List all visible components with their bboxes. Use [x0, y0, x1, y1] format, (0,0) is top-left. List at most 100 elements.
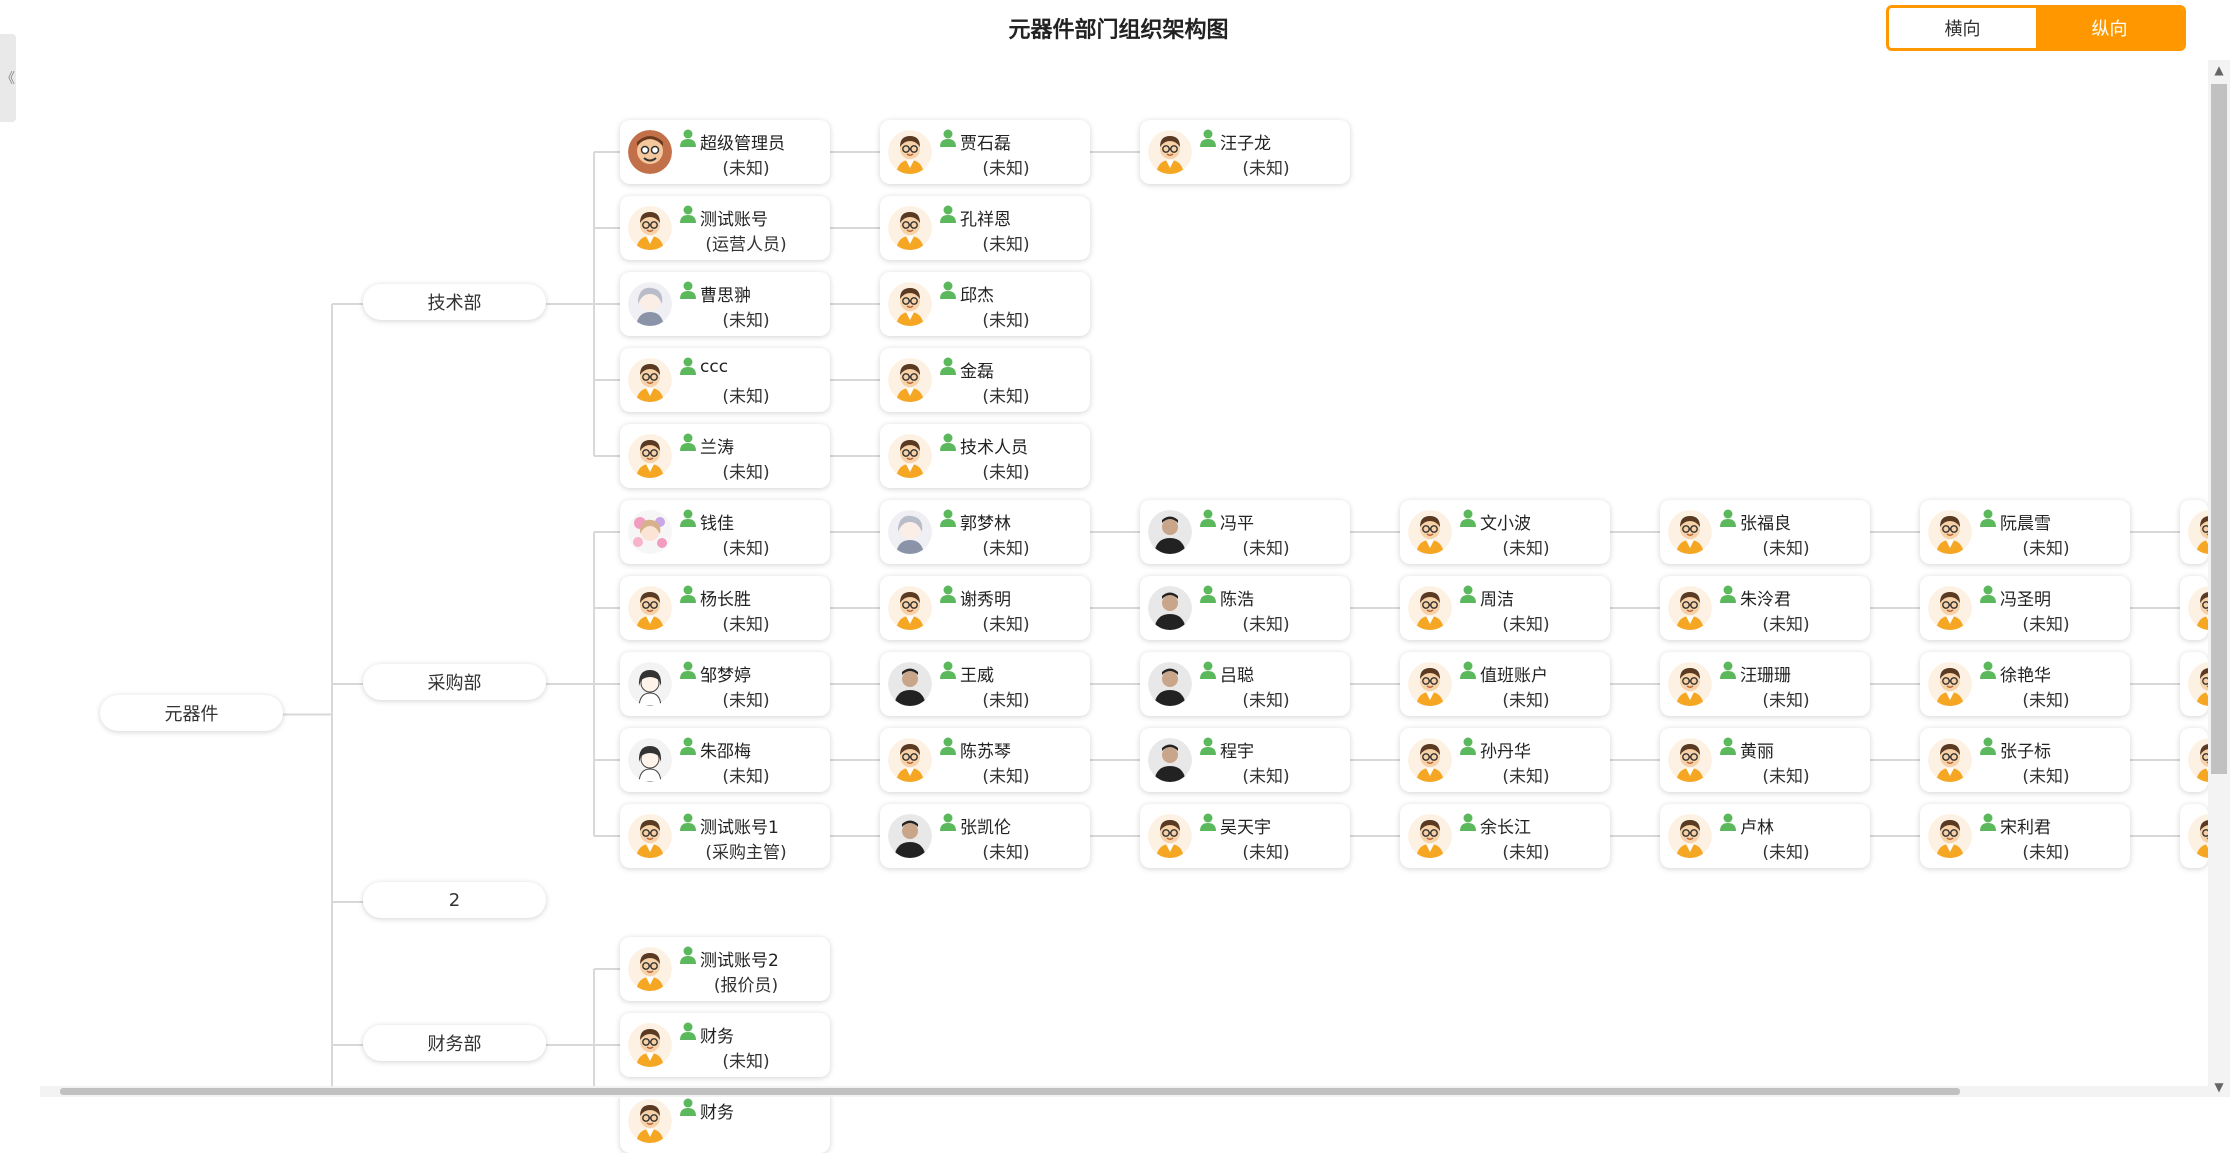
member-card[interactable] [2180, 500, 2208, 564]
member-role: (未知) [2022, 767, 2070, 787]
default-avatar [1408, 738, 1452, 782]
collapse-sidebar-tab[interactable]: 《 [0, 34, 16, 122]
member-card[interactable]: 陈苏琴(未知) [880, 728, 1090, 792]
member-name: ccc [700, 357, 729, 377]
member-name: 冯平 [1220, 514, 1254, 534]
member-card[interactable]: 测试账号1(采购主管) [620, 804, 830, 868]
member-card[interactable]: 钱佳(未知) [620, 500, 830, 564]
dept-node[interactable]: 技术部 [363, 284, 546, 320]
member-card[interactable]: 郭梦林(未知) [880, 500, 1090, 564]
dept-node-label: 技术部 [427, 293, 482, 314]
member-card[interactable]: 吴天宇(未知) [1140, 804, 1350, 868]
member-card[interactable] [2180, 652, 2208, 716]
member-card[interactable]: 文小波(未知) [1400, 500, 1610, 564]
member-card[interactable]: 余长江(未知) [1400, 804, 1610, 868]
member-card[interactable]: 宋利君(未知) [1920, 804, 2130, 868]
member-card[interactable]: 张凯伦(未知) [880, 804, 1090, 868]
member-card[interactable]: 超级管理员(未知) [620, 120, 830, 184]
member-role: (未知) [982, 311, 1030, 331]
member-card[interactable]: 汪珊珊(未知) [1660, 652, 1870, 716]
scroll-down-icon[interactable]: ▼ [2214, 1080, 2224, 1094]
orientation-toggle[interactable]: 横向 纵向 [1886, 5, 2186, 51]
vertical-button[interactable]: 纵向 [2036, 8, 2183, 48]
member-card[interactable]: 邹梦婷(未知) [620, 652, 830, 716]
member-card[interactable] [2180, 576, 2208, 640]
member-name: 徐艳华 [2000, 666, 2051, 686]
user-icon [1198, 508, 1218, 528]
member-role: (未知) [1762, 691, 1810, 711]
member-card[interactable]: 谢秀明(未知) [880, 576, 1090, 640]
default-avatar [1928, 510, 1972, 554]
dept-node[interactable]: 2 [363, 882, 546, 918]
member-card[interactable]: 朱邵梅(未知) [620, 728, 830, 792]
member-card[interactable]: 财务 [620, 1089, 830, 1153]
default-avatar [888, 738, 932, 782]
member-card[interactable]: 孙丹华(未知) [1400, 728, 1610, 792]
dept-node[interactable]: 财务部 [363, 1025, 546, 1061]
member-card[interactable]: 冯圣明(未知) [1920, 576, 2130, 640]
default-avatar [888, 130, 932, 174]
default-avatar [628, 1023, 672, 1067]
root-node[interactable]: 元器件 [100, 694, 283, 731]
member-card[interactable] [2180, 728, 2208, 792]
member-card[interactable]: 徐艳华(未知) [1920, 652, 2130, 716]
member-card[interactable]: ccc(未知) [620, 348, 830, 412]
user-icon [1458, 736, 1478, 756]
horizontal-scroll-thumb[interactable] [60, 1088, 1960, 1095]
member-card[interactable]: 金磊(未知) [880, 348, 1090, 412]
member-card[interactable] [2180, 804, 2208, 868]
member-card[interactable]: 技术人员(未知) [880, 424, 1090, 488]
member-role: (未知) [1242, 615, 1290, 635]
member-card[interactable]: 冯平(未知) [1140, 500, 1350, 564]
user-icon [938, 204, 958, 224]
user-icon [938, 128, 958, 148]
default-avatar [1148, 814, 1192, 858]
member-name: 谢秀明 [960, 590, 1011, 610]
user-icon [938, 812, 958, 832]
member-card[interactable]: 卢林(未知) [1660, 804, 1870, 868]
default-avatar [1928, 586, 1972, 630]
member-card[interactable]: 黄丽(未知) [1660, 728, 1870, 792]
user-icon [938, 280, 958, 300]
member-card[interactable]: 汪子龙(未知) [1140, 120, 1350, 184]
member-card[interactable]: 邱杰(未知) [880, 272, 1090, 336]
member-card[interactable]: 吕聪(未知) [1140, 652, 1350, 716]
horizontal-scrollbar[interactable] [40, 1086, 2208, 1097]
member-name: 冯圣明 [2000, 590, 2051, 610]
member-card[interactable]: 程宇 (未知) [1140, 728, 1350, 792]
member-card[interactable]: 张福良(未知) [1660, 500, 1870, 564]
user-icon [1718, 660, 1738, 680]
member-card[interactable]: 杨长胜(未知) [620, 576, 830, 640]
member-name: 余长江 [1480, 818, 1531, 838]
dept-node[interactable]: 采购部 [363, 664, 546, 700]
member-name: 财务 [700, 1027, 734, 1047]
member-role: (未知) [722, 311, 770, 331]
member-card[interactable]: 孔祥恩(未知) [880, 196, 1090, 260]
member-card[interactable]: 陈浩(未知) [1140, 576, 1350, 640]
member-card[interactable]: 周洁(未知) [1400, 576, 1610, 640]
member-card[interactable]: 值班账户(未知) [1400, 652, 1610, 716]
member-role: (未知) [1242, 767, 1290, 787]
default-avatar [1408, 814, 1452, 858]
member-card[interactable]: 测试账号(运营人员) [620, 196, 830, 260]
member-card[interactable]: 财务(未知) [620, 1013, 830, 1077]
member-card[interactable]: 曹思翀(未知) [620, 272, 830, 336]
scroll-up-icon[interactable]: ▲ [2214, 63, 2224, 77]
member-role: (未知) [1502, 539, 1550, 559]
member-card[interactable]: 王威(未知) [880, 652, 1090, 716]
member-role: (运营人员) [705, 235, 787, 255]
member-card[interactable]: 测试账号2(报价员) [620, 937, 830, 1001]
member-card[interactable]: 兰涛(未知) [620, 424, 830, 488]
vertical-scroll-thumb[interactable] [2211, 84, 2227, 774]
default-avatar [1408, 662, 1452, 706]
horizontal-button[interactable]: 横向 [1889, 8, 2036, 48]
member-card[interactable]: 阮晨雪(未知) [1920, 500, 2130, 564]
member-name: 程宇 [1220, 742, 1254, 762]
member-card[interactable]: 贾石磊(未知) [880, 120, 1090, 184]
member-card[interactable]: 朱泠君(未知) [1660, 576, 1870, 640]
member-card[interactable]: 张子标(未知) [1920, 728, 2130, 792]
vertical-scrollbar[interactable]: ▲ ▼ [2208, 60, 2230, 1097]
anime-avatar [628, 282, 672, 326]
user-icon [938, 432, 958, 452]
